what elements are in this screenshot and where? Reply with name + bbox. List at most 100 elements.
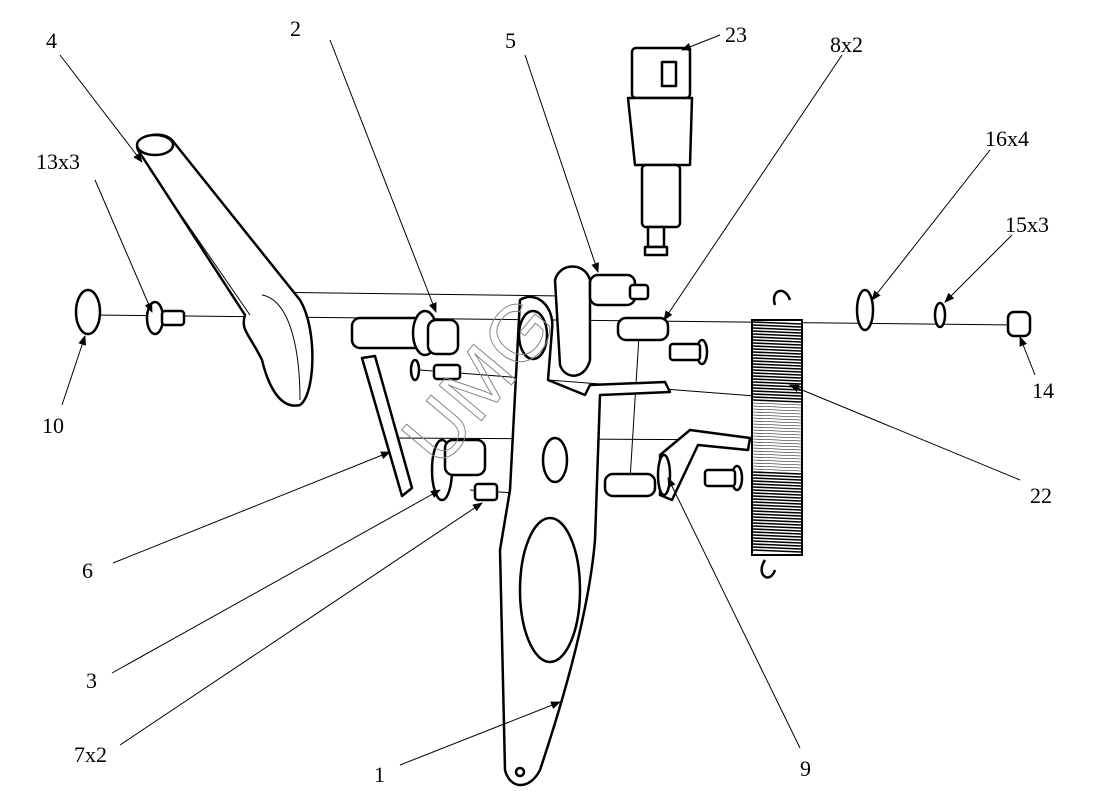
part-14-nut (1006, 310, 1032, 338)
spring-coil (752, 480, 802, 484)
part-2-bushing (350, 309, 462, 382)
spring-coil (752, 402, 802, 406)
part-22-spring (751, 289, 803, 579)
callout-9: 9 (800, 756, 811, 781)
spring-coil (752, 426, 802, 430)
spring-coil (752, 342, 802, 346)
spring-coil (752, 393, 802, 397)
spring-coil (752, 360, 802, 364)
callout-8x2: 8x2 (830, 32, 863, 57)
spring-coil (752, 516, 802, 520)
spring-coil (752, 489, 802, 493)
spring-coil (752, 453, 802, 457)
spring-coil (752, 420, 802, 424)
spring-coil (752, 495, 802, 499)
spring-coil (752, 549, 802, 553)
spring-coil (752, 462, 802, 466)
spring-coil (752, 486, 802, 490)
callout-16x4: 16x4 (985, 126, 1029, 151)
part-3-bushing (430, 438, 499, 502)
callout-7x2: 7x2 (74, 742, 107, 767)
spring-coil (752, 456, 802, 460)
spring-coil (752, 381, 802, 385)
spring-coil (752, 471, 802, 475)
spring-coil (752, 459, 802, 463)
spring-coil (752, 366, 802, 370)
callout-6: 6 (82, 558, 93, 583)
spring-coil (752, 399, 802, 403)
spring-coil (752, 477, 802, 481)
callout-4: 4 (46, 28, 57, 53)
spring-coil (752, 423, 802, 427)
spring-coil (752, 357, 802, 361)
spring-coil (752, 492, 802, 496)
leader-lines (59, 34, 1036, 766)
spring-coil (752, 354, 802, 358)
callout-15x3: 15x3 (1005, 212, 1049, 237)
spring-coil (752, 525, 802, 529)
part-23-brake-switch (626, 46, 694, 257)
callout-2: 2 (290, 16, 301, 41)
callout-13x3: 13x3 (36, 149, 80, 174)
spring-coil (752, 441, 802, 445)
part-5-switch-bracket (553, 265, 650, 377)
spring-coil (752, 438, 802, 442)
spring-coil (752, 417, 802, 421)
spring-coil (752, 510, 802, 514)
spring-coil (752, 396, 802, 400)
spring-coil (752, 465, 802, 469)
spring-coil (752, 429, 802, 433)
spring-coil (752, 414, 802, 418)
spring-coil (752, 543, 802, 547)
spring-coil (752, 534, 802, 538)
part-6-lever (360, 354, 414, 498)
spring-coil (752, 468, 802, 472)
spring-coil (752, 408, 802, 412)
spring-coil (752, 537, 802, 541)
spring-coil (752, 372, 802, 376)
spring-coil (752, 348, 802, 352)
spring-coil (752, 330, 802, 334)
callout-23: 23 (725, 22, 747, 47)
callout-5: 5 (505, 28, 516, 53)
spring-coil (752, 483, 802, 487)
spring-coil (752, 513, 802, 517)
spring-coil (752, 375, 802, 379)
part-4-pedal-arm (135, 133, 314, 407)
spring-coil (752, 540, 802, 544)
spring-coil (752, 333, 802, 337)
spring-coil (752, 522, 802, 526)
spring-coil (752, 474, 802, 478)
spring-coil (752, 435, 802, 439)
spring-coil (752, 444, 802, 448)
spring-coil (752, 405, 802, 409)
callout-3: 3 (86, 668, 97, 693)
spring-coil (752, 546, 802, 550)
part-15-clip (933, 301, 947, 329)
spring-coil (752, 327, 802, 331)
part-13-bolt (145, 300, 186, 336)
spring-coil (752, 321, 802, 325)
callout-1: 1 (374, 762, 385, 787)
spring-coil (752, 369, 802, 373)
spring-coil (752, 411, 802, 415)
callout-14: 14 (1032, 378, 1054, 403)
part-10-cap (74, 288, 102, 336)
spring-coil (752, 519, 802, 523)
callout-22: 22 (1030, 483, 1052, 508)
callout-10: 10 (42, 413, 64, 438)
part-9-spring-bracket (656, 428, 752, 502)
spring-coil (752, 378, 802, 382)
callout-labels: 4 2 5 23 8x2 16x4 15x3 13x3 10 14 22 6 3… (36, 16, 1054, 787)
spring-coil (752, 501, 802, 505)
spring-coil (752, 450, 802, 454)
spring-coil (752, 432, 802, 436)
spring-coil (752, 363, 802, 367)
spring-coil (752, 507, 802, 511)
spring-coil (752, 498, 802, 502)
part-1-bracket-plate (498, 295, 672, 787)
spring-coil (752, 351, 802, 355)
spring-coil (752, 531, 802, 535)
